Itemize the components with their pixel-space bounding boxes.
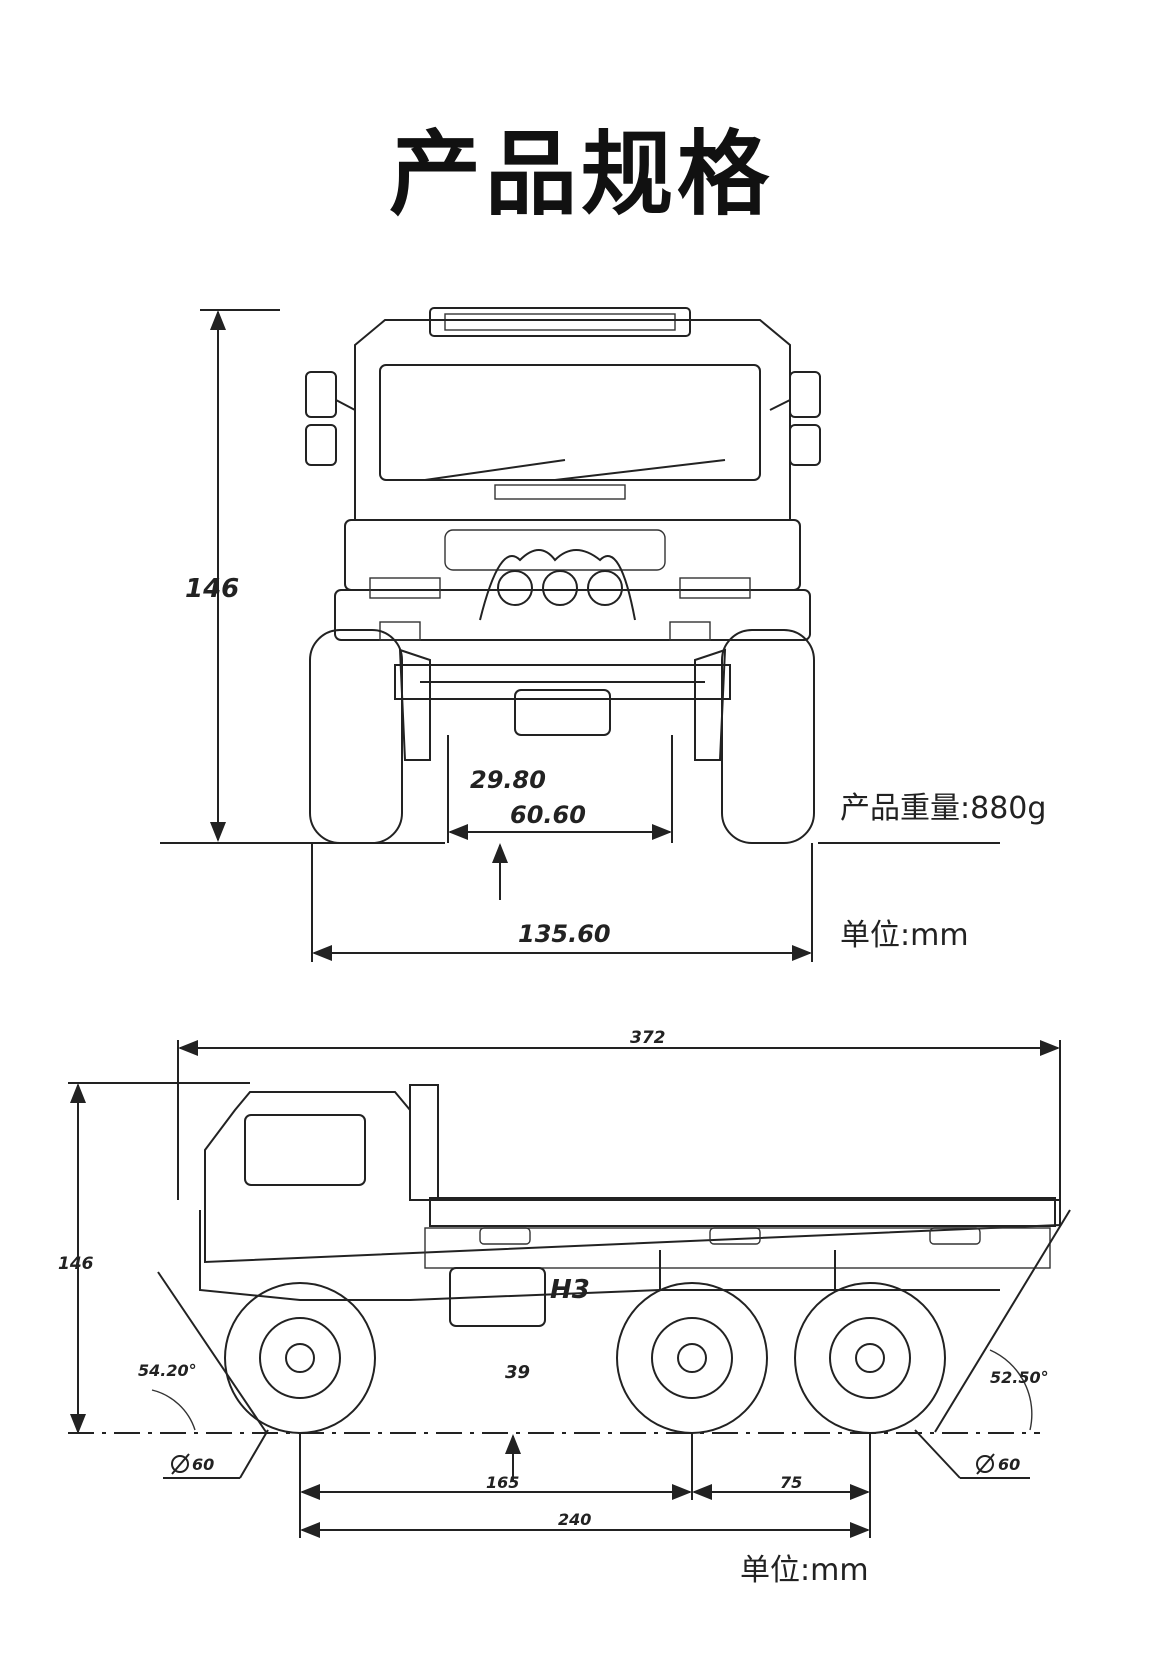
diameter-icon: [976, 1453, 995, 1475]
page-title: 产品规格: [388, 121, 773, 228]
diameter-icon: [171, 1453, 190, 1475]
front-unit-label: 单位:mm: [840, 918, 969, 953]
total-length-value: 372: [630, 1028, 666, 1048]
wheelbase-value: 240: [558, 1510, 591, 1529]
side-rear-tire: [794, 1282, 946, 1434]
side-view: 372 146 H3: [58, 1028, 1071, 1538]
axle-gap-value: 60.60: [510, 801, 586, 829]
weight-label: 产品重量:880g: [840, 791, 1047, 826]
track-width-value: 135.60: [518, 920, 611, 948]
front-height-value: 146: [185, 574, 239, 604]
approach-angle-value: 54.20°: [138, 1361, 197, 1380]
side-truck-body: H3: [199, 1084, 1061, 1327]
front-clearance-value: 29.80: [470, 766, 546, 794]
side-unit-label: 单位:mm: [740, 1553, 869, 1588]
side-height-value: 146: [58, 1254, 94, 1274]
rear-tire-diameter-value: 60: [998, 1455, 1020, 1474]
departure-angle-value: 52.50°: [990, 1368, 1049, 1387]
side-mid-tire: [616, 1282, 768, 1434]
side-badge: H3: [550, 1275, 590, 1305]
front-view: 146: [160, 307, 1000, 962]
side-clearance-value: 39: [505, 1362, 530, 1383]
side-front-tire: [224, 1282, 376, 1434]
front-to-mid-axle-value: 165: [486, 1473, 519, 1492]
front-right-tire: [721, 629, 815, 844]
front-tire-diameter-value: 60: [192, 1455, 214, 1474]
mid-to-rear-axle-value: 75: [780, 1473, 802, 1492]
front-truck-body: [305, 307, 821, 761]
front-left-tire: [309, 629, 403, 844]
